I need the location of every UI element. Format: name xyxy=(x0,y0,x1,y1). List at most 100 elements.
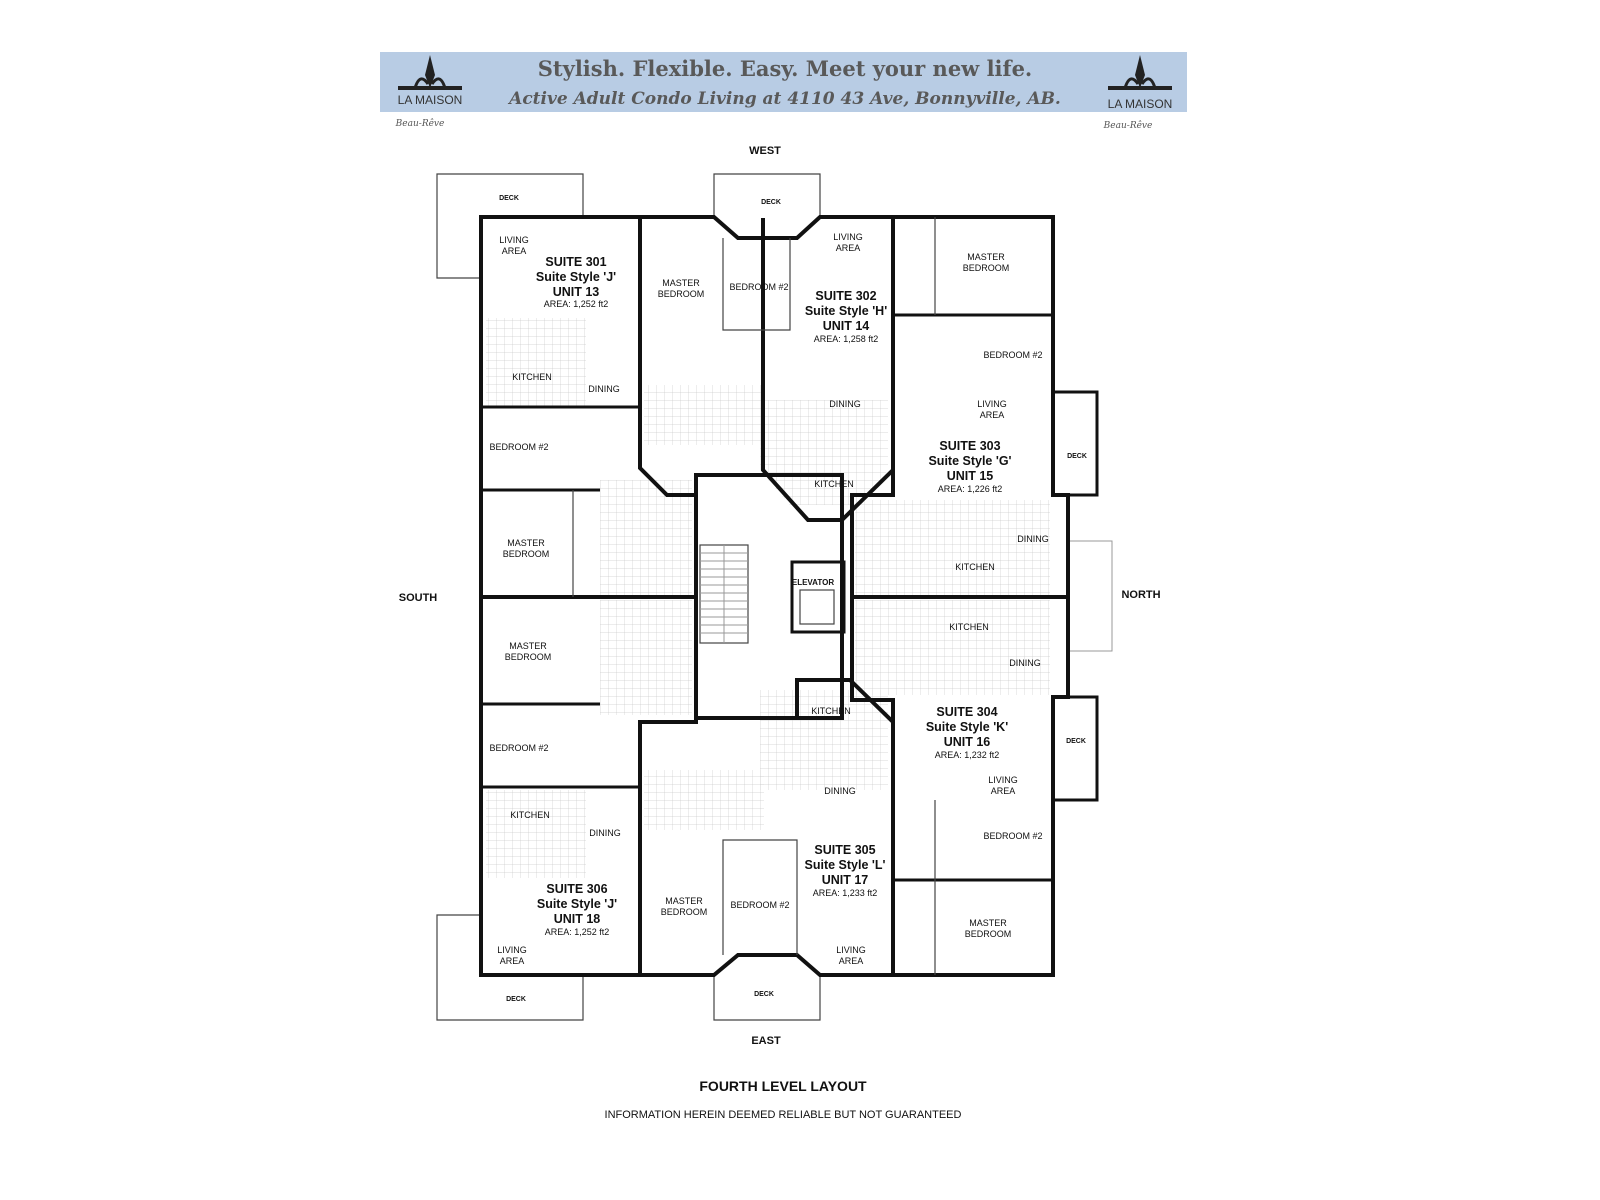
room-label: MASTER xyxy=(967,252,1005,262)
room-label: LIVING xyxy=(977,399,1007,409)
room-label: LIVING xyxy=(833,232,863,242)
suite-area: AREA: 1,258 ft2 xyxy=(814,334,879,344)
deck-label: DECK xyxy=(499,195,519,202)
deck-outline xyxy=(436,173,584,279)
suite-style: Suite Style 'H' xyxy=(805,304,887,318)
room-label: LIVING xyxy=(497,945,527,955)
logo-script: Beau-Rêve xyxy=(1103,120,1153,131)
unit-number: UNIT 17 xyxy=(822,873,869,887)
room-label: MASTER xyxy=(662,278,700,288)
room-label: KITCHEN xyxy=(955,562,995,572)
room-label: KITCHEN xyxy=(811,706,851,716)
room-label: DINING xyxy=(589,828,621,838)
suite-number: SUITE 303 xyxy=(939,439,1000,453)
compass-south: SOUTH xyxy=(399,592,438,604)
north-entry-outline xyxy=(1067,540,1113,652)
logo-left: LA MAISON Beau-Rêve xyxy=(395,55,463,129)
banner-address: Active Adult Condo Living at 4110 43 Ave… xyxy=(507,89,1061,109)
suite-style: Suite Style 'J' xyxy=(536,270,616,284)
room-label: LIVING xyxy=(988,775,1018,785)
room-label: BEDROOM xyxy=(965,929,1012,939)
suite-number: SUITE 306 xyxy=(546,882,607,896)
room-label: KITCHEN xyxy=(510,810,550,820)
unit-number: UNIT 14 xyxy=(823,319,870,333)
room-label: BEDROOM xyxy=(505,652,552,662)
room-label: MASTER xyxy=(969,918,1007,928)
deck-outline xyxy=(713,173,821,217)
unit-number: UNIT 18 xyxy=(554,912,601,926)
suite-area: AREA: 1,252 ft2 xyxy=(545,927,610,937)
room-label: MASTER xyxy=(509,641,547,651)
deck-outline xyxy=(1053,695,1099,802)
layout-title: FOURTH LEVEL LAYOUT xyxy=(699,1078,867,1094)
room-label: AREA xyxy=(836,243,861,253)
room-label: LIVING xyxy=(836,945,866,955)
compass-east: EAST xyxy=(751,1035,781,1047)
suite-style: Suite Style 'G' xyxy=(928,454,1011,468)
suite-area: AREA: 1,232 ft2 xyxy=(935,750,1000,760)
exterior-wall xyxy=(479,215,1070,977)
room-label: KITCHEN xyxy=(512,372,552,382)
unit-number: UNIT 15 xyxy=(947,469,994,483)
tiled-floors xyxy=(486,318,1050,878)
suite-area: AREA: 1,252 ft2 xyxy=(544,299,609,309)
room-label: AREA xyxy=(500,956,525,966)
room-label: DINING xyxy=(1017,534,1049,544)
unit-number: UNIT 13 xyxy=(553,285,600,299)
room-label: BEDROOM xyxy=(963,263,1010,273)
room-label: BEDROOM #2 xyxy=(489,442,548,452)
interior-walls xyxy=(481,217,1068,975)
suite-number: SUITE 304 xyxy=(936,705,997,719)
suite-301: SUITE 301 Suite Style 'J' UNIT 13 AREA: … xyxy=(536,255,616,309)
unit-number: UNIT 16 xyxy=(944,735,991,749)
stairs xyxy=(699,544,749,644)
room-label: AREA xyxy=(502,246,527,256)
suite-306: SUITE 306 Suite Style 'J' UNIT 18 AREA: … xyxy=(537,882,617,937)
suite-number: SUITE 301 xyxy=(545,255,606,269)
compass-west: WEST xyxy=(749,145,781,157)
logo-name: LA MAISON xyxy=(398,93,463,107)
room-label: KITCHEN xyxy=(949,622,989,632)
fleur-de-lis-icon xyxy=(1108,55,1172,90)
header-banner: Stylish. Flexible. Easy. Meet your new l… xyxy=(380,52,1187,131)
deck-outline xyxy=(436,914,584,1021)
room-label: MASTER xyxy=(665,896,703,906)
room-label: BEDROOM xyxy=(503,549,550,559)
deck-label: DECK xyxy=(1066,738,1086,745)
deck-label: DECK xyxy=(1067,453,1087,460)
suite-area: AREA: 1,226 ft2 xyxy=(938,484,1003,494)
kitchen-labels: KITCHEN KITCHEN KITCHEN KITCHEN KITCHEN … xyxy=(510,372,995,820)
logo-name: LA MAISON xyxy=(1108,97,1173,111)
room-label: BEDROOM #2 xyxy=(730,900,789,910)
room-label: MASTER xyxy=(507,538,545,548)
room-label: AREA xyxy=(991,786,1016,796)
suite-303: SUITE 303 Suite Style 'G' UNIT 15 AREA: … xyxy=(928,439,1011,494)
suite-style: Suite Style 'L' xyxy=(805,858,886,872)
deck-outline xyxy=(1053,390,1099,497)
room-label: BEDROOM xyxy=(658,289,705,299)
room-label: DINING xyxy=(824,786,856,796)
room-label: BEDROOM #2 xyxy=(983,831,1042,841)
bedroom-2-labels: BEDROOM #2 BEDROOM #2 BEDROOM #2 BEDROOM… xyxy=(489,282,1042,910)
room-label: BEDROOM #2 xyxy=(489,743,548,753)
room-label: BEDROOM #2 xyxy=(729,282,788,292)
suite-style: Suite Style 'J' xyxy=(537,897,617,911)
dining-labels: DINING DINING DINING DINING DINING DININ… xyxy=(588,384,1049,838)
logo-script: Beau-Rêve xyxy=(395,118,445,129)
suite-area: AREA: 1,233 ft2 xyxy=(813,888,878,898)
deck-outline xyxy=(713,975,821,1021)
suite-number: SUITE 302 xyxy=(815,289,876,303)
room-label: KITCHEN xyxy=(814,479,854,489)
room-label: DINING xyxy=(588,384,620,394)
room-label: BEDROOM xyxy=(661,907,708,917)
deck-labels: DECK DECK DECK DECK DECK DECK xyxy=(499,195,1087,1003)
deck-label: DECK xyxy=(754,991,774,998)
decks xyxy=(436,173,1113,1021)
room-label: LIVING xyxy=(499,235,529,245)
disclaimer: INFORMATION HEREIN DEEMED RELIABLE BUT N… xyxy=(605,1109,962,1121)
deck-label: DECK xyxy=(761,199,781,206)
suite-style: Suite Style 'K' xyxy=(926,720,1008,734)
